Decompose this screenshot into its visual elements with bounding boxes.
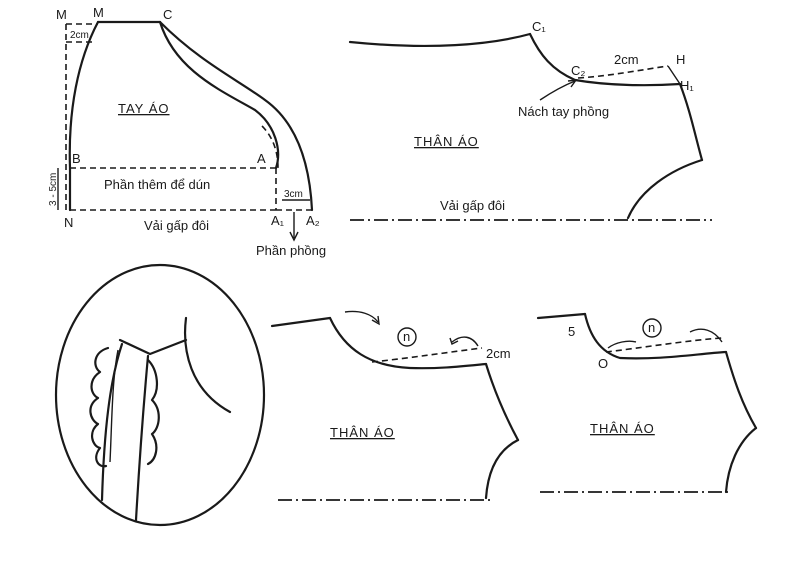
detail-arm-left [100,342,124,502]
armhole-label: Nách tay phồng [518,104,609,119]
bodice-left-n-circle [397,327,417,347]
sleeve-cm3: 3cm [284,189,303,200]
sleeve-inner-dashed [261,125,279,169]
bodice-right-n: n [648,320,655,335]
bodice-top-neckline [348,32,532,48]
point-m2: M [93,5,104,20]
bodice-left-arrow-2 [451,336,479,347]
detail-ruffle [89,346,110,468]
bodice-left-arrow-2-head [449,337,459,345]
point-5: 5 [568,324,575,339]
bodice-left-n: n [403,329,410,344]
bodice-top-hem-curve [626,158,704,220]
bodice-top-pattern: C₁ C₂ 2cm H H₁ Nách tay phồng THÂN ÁO Vả… [348,19,712,221]
detail-neck [184,316,232,414]
detail-ellipse [54,263,266,527]
bodice-left-title: THÂN ÁO [330,425,395,440]
sleeve-small-mark: 2cm [70,30,89,41]
detail-shoulder [118,338,188,356]
sleeve-extra-label: Phần thêm để dún [104,177,210,192]
sleeve-fold-label: Vải gấp đôi [144,218,209,233]
bodice-left-puff-line [371,347,483,363]
bodice-right-puff-line [605,337,723,353]
point-c: C [163,7,172,22]
bodice-top-offset: 2cm [614,52,639,67]
sleeve-seam-curve [158,20,280,170]
detail-ruffle-right [146,358,160,466]
bodice-left-arrow-1 [344,310,379,323]
sleeve-detail-illustration [54,263,266,527]
bodice-top-armhole [528,32,577,82]
point-c2: C₂ [571,63,585,78]
point-h: H [676,52,685,67]
bodice-left-armhole [328,316,488,370]
detail-arm-right [134,354,150,522]
point-c1: C₁ [532,19,546,34]
bodice-left-offset: 2cm [486,346,511,361]
bodice-right-title: THÂN ÁO [590,421,655,436]
point-a1: A₁ [271,213,285,228]
bodice-left-arrow-1-head [371,315,380,326]
bodice-top-title: THÂN ÁO [414,134,479,149]
bodice-right-arrow-2 [689,328,723,343]
bodice-left-shoulder [270,316,332,328]
point-n: N [64,215,73,230]
sleeve-height-label: 3 - 5cm [48,173,59,206]
puff-arrow-head [289,231,299,242]
bodice-top-side-seam [678,82,704,162]
point-h1: H₁ [680,78,694,93]
bodice-top-fold-label: Vải gấp đôi [440,198,505,213]
sleeve-puff-curve [158,20,314,212]
point-b: B [72,151,81,166]
armhole-arrow [539,80,576,101]
bodice-right-side [724,350,758,430]
point-o: O [598,356,608,371]
sleeve-cap-curve [68,20,100,212]
bodice-right-hem [724,426,758,494]
bodice-right-armhole [583,312,728,360]
sleeve-title: TAY ÁO [118,101,170,116]
bodice-right-shoulder [536,312,587,320]
sleeve-pattern: M M C 2cm TAY ÁO B A Phần thêm để dún 3c… [48,5,326,258]
point-m1: M [56,7,67,22]
bodice-right-arrow-1 [607,340,637,349]
armhole-arrow-head [567,79,578,88]
bodice-left-hem [484,438,520,500]
bodice-right-n-circle [642,318,662,338]
detail-ruffle-inner [109,349,119,463]
bodice-left-side [484,362,520,442]
bodice-top-armhole-lower [573,78,682,87]
bodice-left-pattern: n 2cm THÂN ÁO [270,310,520,501]
bodice-top-puff-line [577,65,669,79]
sleeve-puff-label: Phần phồng [256,243,326,258]
bodice-right-pattern: n 5 O THÂN ÁO [536,312,758,494]
point-a: A [257,151,266,166]
point-a2: A₂ [306,213,320,228]
bodice-top-h-h1 [667,65,681,85]
